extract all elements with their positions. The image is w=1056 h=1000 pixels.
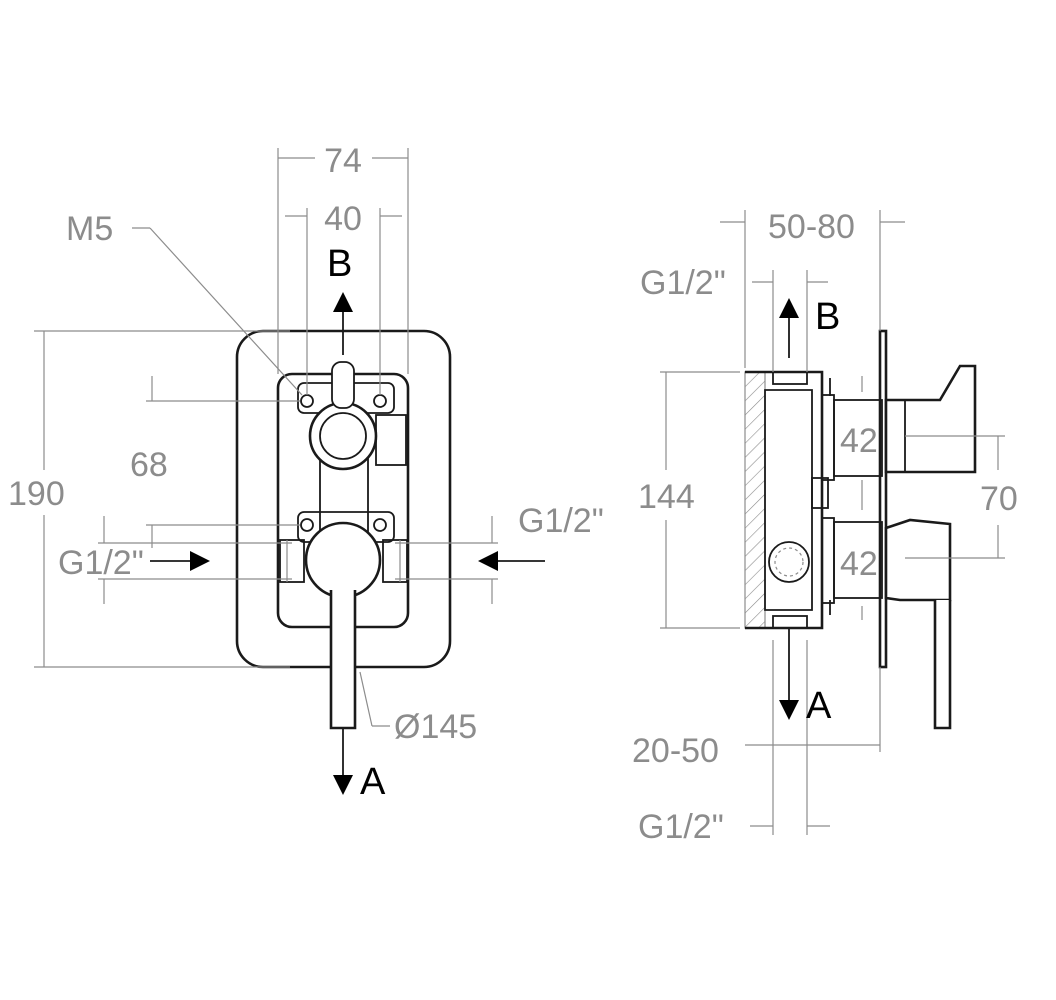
cover-plate-side — [878, 329, 888, 669]
dim-depth: 50-80 — [768, 208, 855, 246]
dim-thread-m5: M5 — [66, 210, 113, 248]
dim-spacing: 68 — [130, 446, 168, 484]
screw-lower-left — [300, 518, 314, 532]
m5-screw-left — [300, 394, 314, 408]
dim-height: 190 — [8, 475, 65, 513]
inlet-left-fitting — [279, 539, 305, 583]
dim-thread-bottom: G1/2" — [638, 808, 724, 846]
dim-diameter: Ø145 — [394, 708, 477, 746]
diverter-inner — [319, 412, 367, 460]
front-view: 74 40 M5 190 68 G1/2" G1/2" Ø145 B A — [8, 142, 604, 803]
diverter-lever — [331, 361, 355, 409]
dim-thread-top: G1/2" — [640, 264, 726, 302]
dim-overall-width: 74 — [324, 142, 362, 180]
dim-spindle-lower: 42 — [840, 545, 878, 583]
dim-inner-width: 40 — [324, 200, 362, 238]
right-boss — [375, 414, 407, 466]
mixer-lever — [329, 590, 357, 730]
dim-install-depth: 20-50 — [632, 732, 719, 770]
dim-inlet-right: G1/2" — [518, 502, 604, 540]
side-view: 50-80 G1/2" 144 42 42 70 20-50 G1/2" B A — [632, 208, 1018, 846]
dim-inlet-left: G1/2" — [58, 544, 144, 582]
diverter-handle-side — [884, 364, 977, 474]
inlet-right-fitting — [382, 539, 408, 583]
wall-section — [744, 371, 766, 629]
m5-screw-right — [373, 394, 387, 408]
dim-spindle-upper: 42 — [840, 422, 878, 460]
cartridge-side — [768, 541, 810, 583]
screw-lower-right — [373, 518, 387, 532]
flow-label-b: B — [327, 243, 352, 285]
flow-label-a-side: A — [806, 685, 832, 727]
flow-label-a: A — [360, 761, 386, 803]
dim-box-height: 144 — [638, 478, 695, 516]
mixer-handle-side — [884, 518, 952, 602]
mixer-cartridge — [304, 521, 382, 599]
flow-label-b-side: B — [815, 296, 840, 338]
dim-handle-spacing: 70 — [980, 480, 1018, 518]
